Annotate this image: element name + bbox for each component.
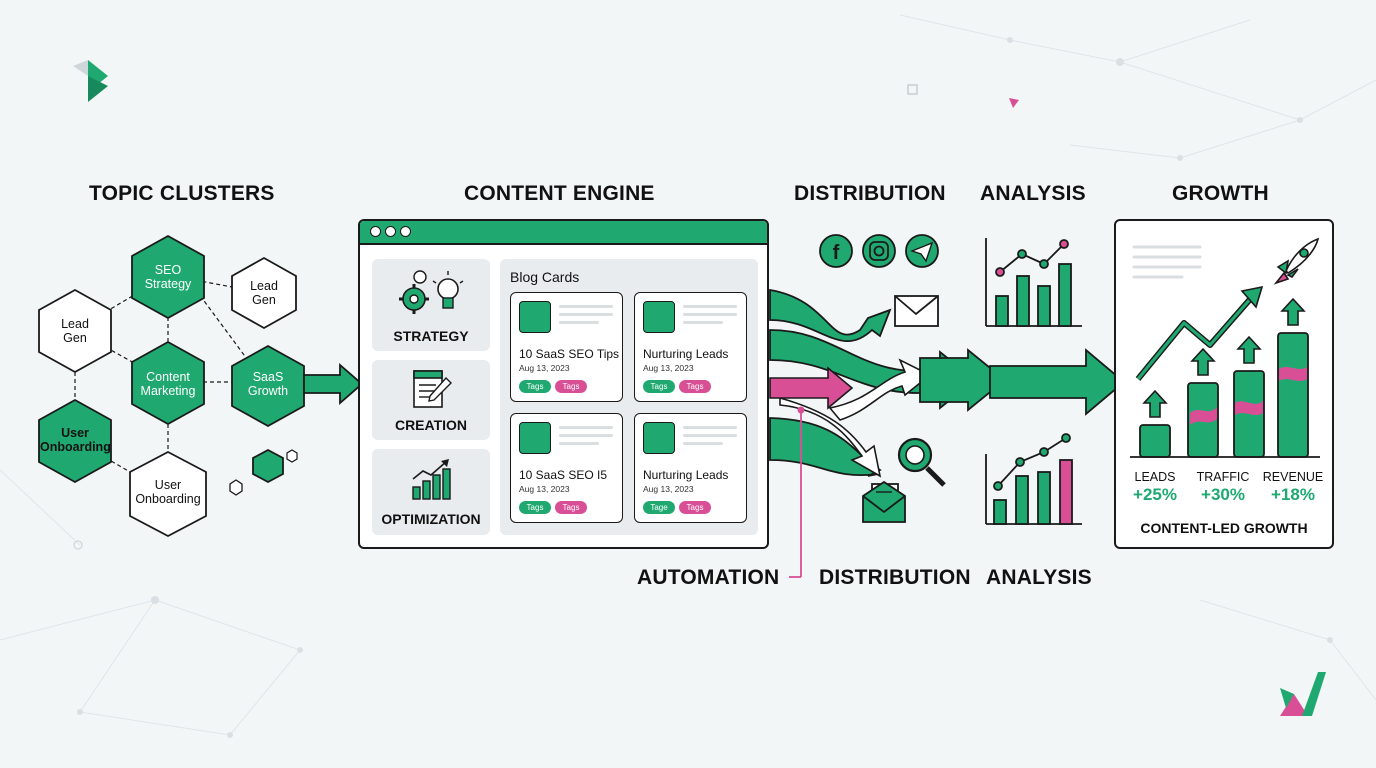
metric-label-leads: LEADS	[1134, 470, 1176, 484]
card-title: 10 SaaS SEO Tips	[519, 347, 620, 361]
blog-cards-area: Blog Cards 10 SaaS SEO Tips Aug 13, 2023…	[500, 259, 758, 535]
hex-user-onboarding-bottom	[129, 450, 207, 538]
mail-icon	[894, 295, 939, 327]
creation-label: CREATION	[394, 417, 468, 433]
label-lead-gen-left: Lead Gen	[61, 317, 89, 345]
optimization-label: OPTIMIZATION	[381, 511, 481, 527]
metric-value-traffic: +30%	[1201, 485, 1245, 504]
heading-topic-clusters: TOPIC CLUSTERS	[89, 182, 275, 205]
corner-logo	[1280, 672, 1326, 716]
window-dot-1	[370, 226, 381, 237]
blog-card[interactable]: Nurturing Leads Aug 13, 2023 Tage Tags	[634, 413, 747, 523]
strategy-label: STRATEGY	[393, 328, 469, 344]
growth-illustration	[1130, 237, 1320, 458]
telegram-icon	[905, 234, 939, 268]
card-tag[interactable]: Tags	[679, 501, 711, 514]
blog-card[interactable]: 10 SaaS SEO I5 Aug 13, 2023 Tags Tags	[510, 413, 623, 523]
blog-cards-title: Blog Cards	[510, 269, 580, 285]
card-title: Nurturing Leads	[643, 468, 729, 482]
card-date: Aug 13, 2023	[519, 484, 570, 494]
team-icon	[643, 422, 675, 454]
card-tag[interactable]: Tags	[555, 501, 587, 514]
card-date: Aug 13, 2023	[643, 484, 694, 494]
lightbulb-icon	[519, 301, 551, 333]
content-engine-window: STRATEGY CREATION OPTIMIZATION Blog Card…	[358, 219, 769, 549]
hex-lead-gen-right	[231, 256, 297, 330]
heart-hand-icon	[643, 301, 675, 333]
card-tag[interactable]: Tage	[643, 501, 675, 514]
card-tag[interactable]: Tags	[519, 380, 551, 393]
label-content-marketing: Content Marketing	[140, 370, 196, 398]
metric-value-leads: +25%	[1133, 485, 1177, 504]
heading-content-engine: CONTENT ENGINE	[464, 182, 655, 205]
topic-cluster-network	[38, 234, 360, 538]
hex-lead-gen-left	[38, 288, 112, 374]
card-tag[interactable]: Tags	[519, 501, 551, 514]
label-user-onboarding-bottom: User Onboarding	[135, 478, 201, 506]
brand-logo	[73, 60, 108, 102]
card-tag[interactable]: Tags	[643, 380, 675, 393]
analysis-chart-bottom	[985, 433, 1082, 525]
document-edit-icon	[413, 370, 452, 408]
hex-seo-strategy	[131, 234, 205, 320]
card-date: Aug 13, 2023	[643, 363, 694, 373]
hex-user-onboarding-left	[38, 398, 112, 484]
label-seo-strategy: SEO Strategy	[144, 263, 192, 291]
card-date: Aug 13, 2023	[519, 363, 570, 373]
optimization-panel: OPTIMIZATION	[372, 449, 490, 535]
search-icon	[897, 437, 946, 487]
gear-bulb-icon	[399, 270, 464, 314]
rocket-icon	[1273, 237, 1320, 285]
window-dot-3	[400, 226, 411, 237]
creation-panel: CREATION	[372, 360, 490, 440]
heading-distribution-bottom: DISTRIBUTION	[819, 566, 971, 589]
window-titlebar	[360, 221, 767, 245]
blog-card[interactable]: 10 SaaS SEO Tips Aug 13, 2023 Tags Tags	[510, 292, 623, 402]
facebook-icon: f	[819, 234, 853, 268]
growth-caption: CONTENT-LED GROWTH	[1140, 520, 1308, 536]
label-lead-gen-right: Lead Gen	[250, 279, 278, 307]
bar-chart-up-icon	[412, 459, 451, 500]
label-saas-growth: SaaS Growth	[247, 370, 289, 398]
instagram-icon	[862, 234, 896, 268]
label-user-onboarding-left: User Onboarding	[40, 426, 111, 454]
card-title: 10 SaaS SEO I5	[519, 468, 608, 482]
heading-analysis-top: ANALYSIS	[980, 182, 1086, 205]
card-tag[interactable]: Tags	[555, 380, 587, 393]
metric-label-traffic: TRAFFIC	[1196, 470, 1250, 484]
svg-text:f: f	[833, 242, 840, 264]
heading-analysis-bottom: ANALYSIS	[986, 566, 1092, 589]
heading-growth: GROWTH	[1172, 182, 1269, 205]
heading-automation-bottom: AUTOMATION	[637, 566, 780, 589]
growth-card: LEADS TRAFFIC REVENUE +25% +30% +18% CON…	[1114, 219, 1334, 549]
hex-content-marketing	[131, 340, 205, 426]
strategy-panel: STRATEGY	[372, 259, 490, 351]
heading-distribution-top: DISTRIBUTION	[794, 182, 946, 205]
open-mail-icon	[862, 480, 906, 523]
hex-saas-growth	[231, 344, 305, 428]
card-tag[interactable]: Tags	[679, 380, 711, 393]
window-dot-2	[385, 226, 396, 237]
metric-label-revenue: REVENUE	[1262, 470, 1324, 484]
metric-value-revenue: +18%	[1271, 485, 1315, 504]
arrow-to-engine	[303, 363, 360, 405]
analysis-chart-top	[985, 238, 1082, 327]
card-title: Nurturing Leads	[643, 347, 729, 361]
blog-card[interactable]: Nurturing Leads Aug 13, 2023 Tags Tags	[634, 292, 747, 402]
chart-screen-icon	[519, 422, 551, 454]
